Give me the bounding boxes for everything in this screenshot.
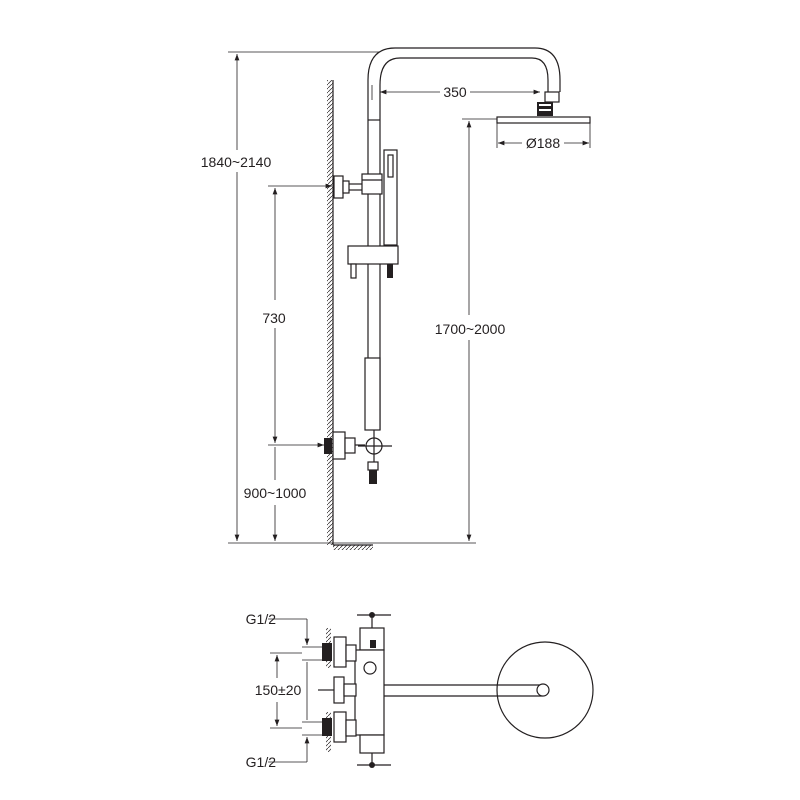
front-view: 1840~2140 350 xyxy=(201,47,591,550)
head-height-dimension: 1700~2000 xyxy=(435,118,506,541)
head-height-label: 1700~2000 xyxy=(435,321,506,337)
riser-pipe xyxy=(364,47,561,431)
wall-bracket xyxy=(333,173,383,199)
thermostatic-mixer xyxy=(324,430,392,484)
inlet-dimensions: G1/2 G1/2 150±20 xyxy=(246,611,310,770)
inlet-spacing-label: 150±20 xyxy=(255,682,302,698)
mixer-plan xyxy=(302,612,391,768)
total-height-label: 1840~2140 xyxy=(201,154,272,170)
head-plan-circle xyxy=(496,641,594,739)
wall xyxy=(327,80,373,550)
total-height-dimension: 1840~2140 xyxy=(201,51,476,544)
head-diameter-label: Ø188 xyxy=(526,135,560,151)
inlet-bottom-label: G1/2 xyxy=(246,754,277,770)
mixer-height-label: 900~1000 xyxy=(244,485,307,501)
shower-head: Ø188 xyxy=(496,116,591,151)
rail-height-label: 730 xyxy=(262,310,286,326)
top-view: G1/2 G1/2 150±20 xyxy=(246,611,594,770)
rail-height-dimension: 730 900~1000 xyxy=(244,183,332,541)
hand-shower xyxy=(347,149,399,279)
inlet-top-label: G1/2 xyxy=(246,611,277,627)
arm-length-label: 350 xyxy=(443,84,467,100)
arm-length-dimension: 350 xyxy=(371,84,540,100)
